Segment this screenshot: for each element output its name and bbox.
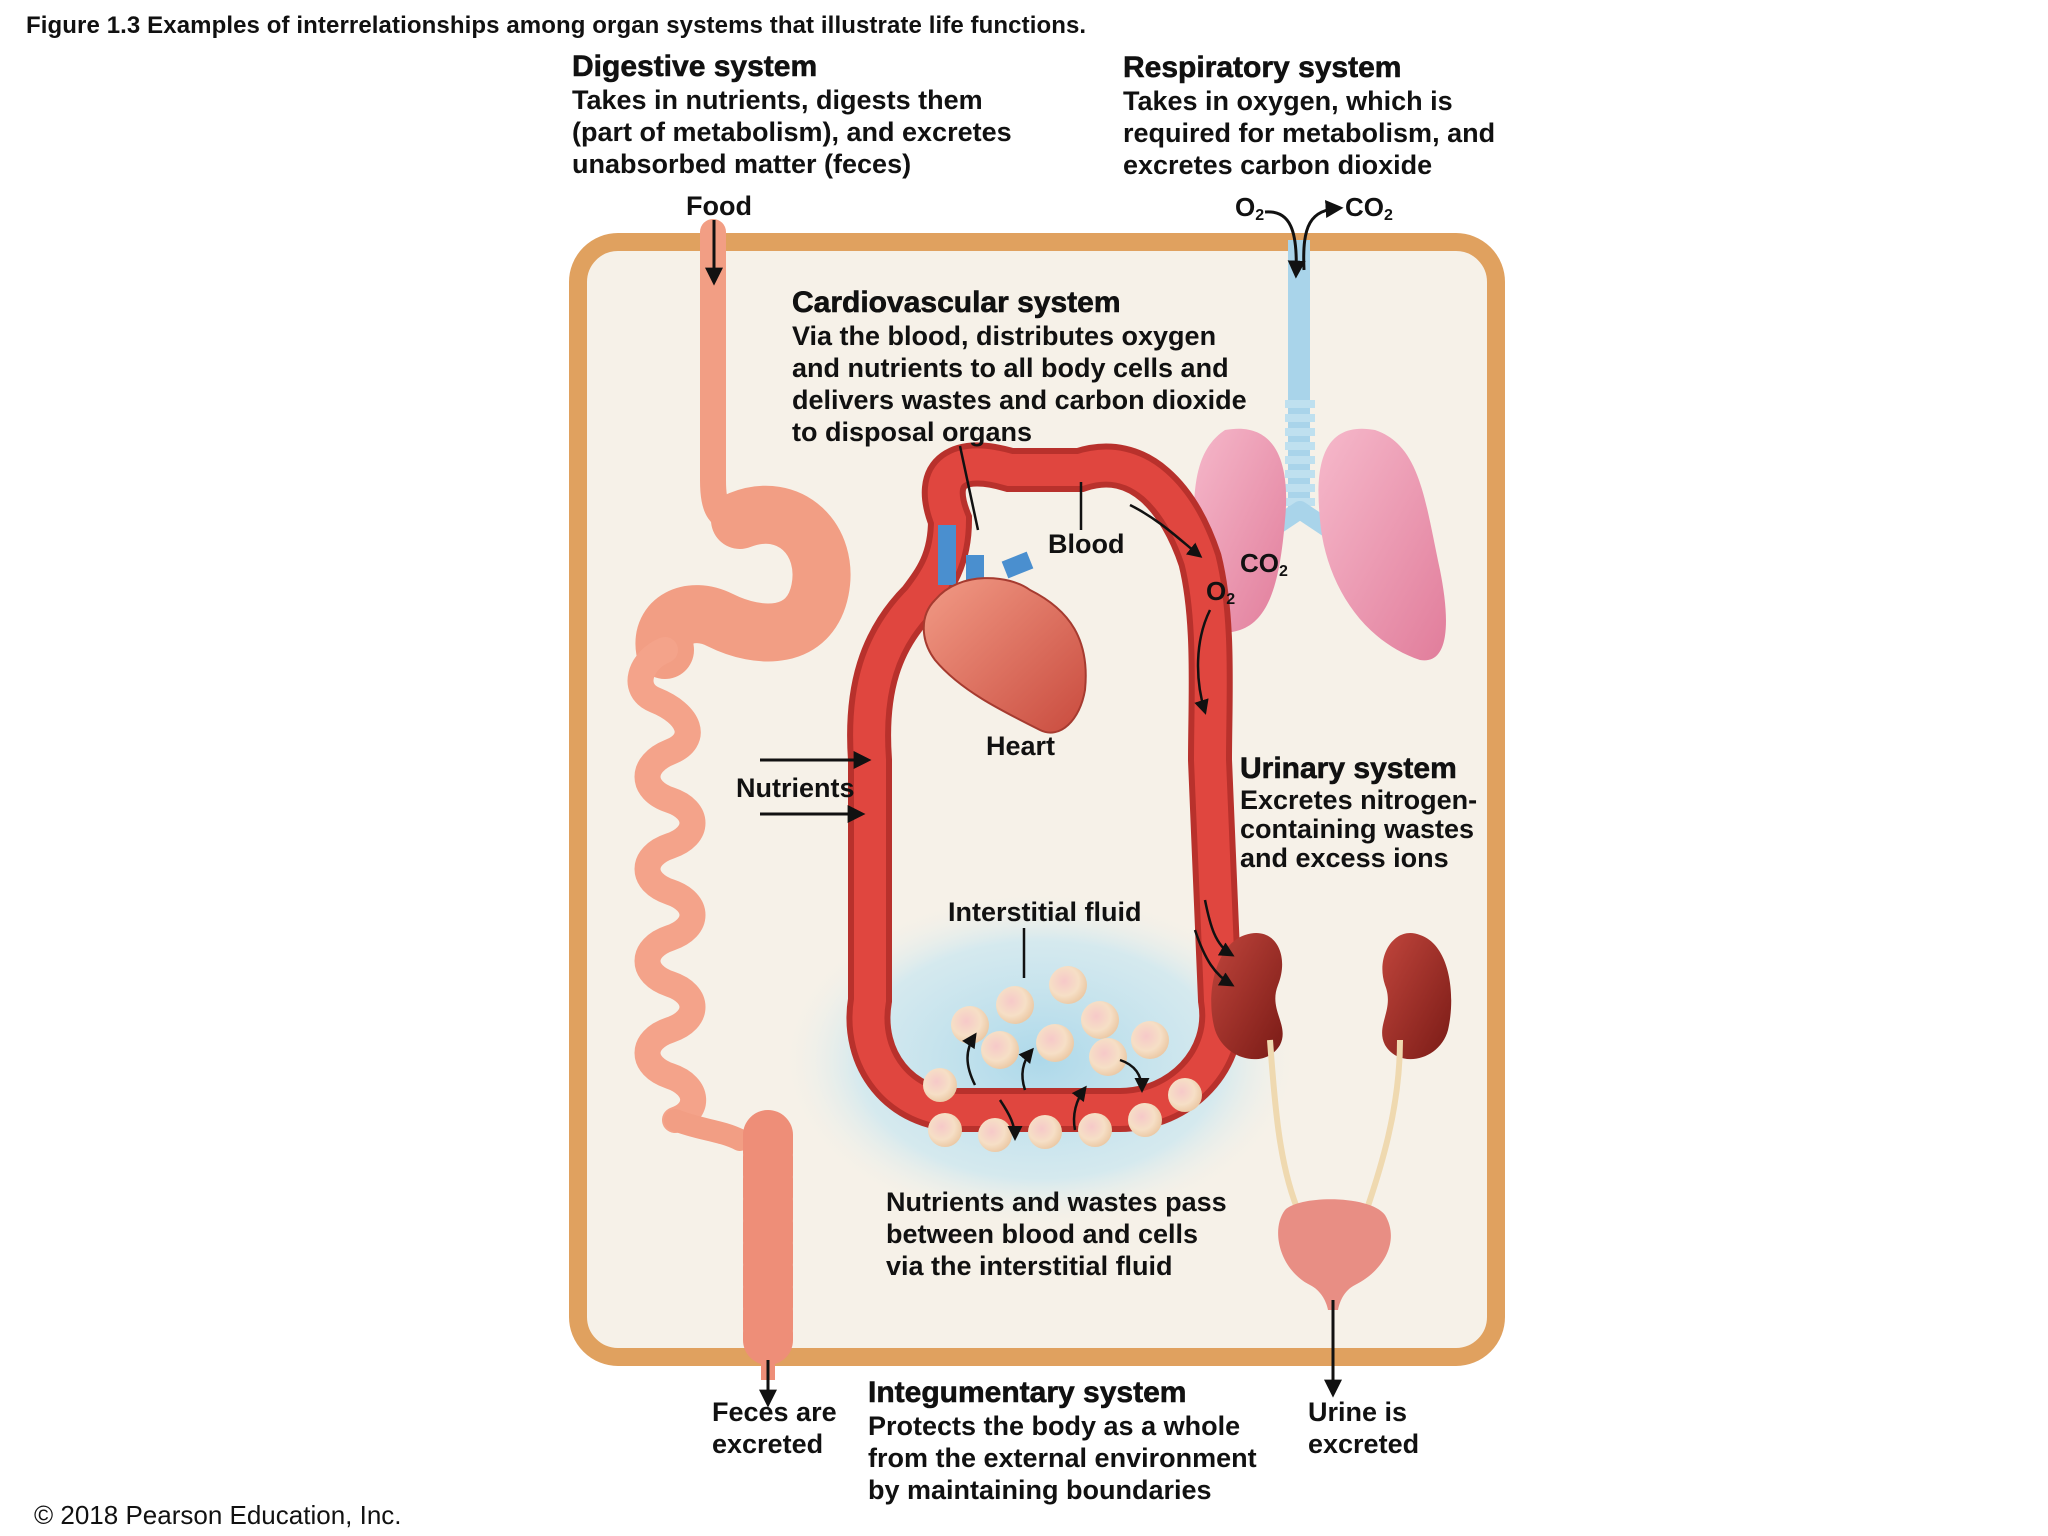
cardio-pointer-line [958,445,980,531]
exchange-note-line-3: via the interstitial fluid [886,1251,1173,1281]
exchange-arrow-1 [962,1032,977,1086]
nutrients-label: Nutrients [736,773,855,803]
exchange-note-line-1: Nutrients and wastes pass [886,1187,1227,1217]
integumentary-desc-line-1: Protects the body as a whole [868,1411,1241,1441]
digestive-system-title: Digestive system [572,50,818,84]
digestive-tract [627,219,851,1380]
o2-intake-label: O2 [1235,192,1265,224]
copyright-notice: © 2018 Pearson Education, Inc. [34,1500,402,1530]
respiratory-desc-line-3: excretes carbon dioxide [1123,150,1433,180]
integumentary-desc-line-3: by maintaining boundaries [868,1475,1212,1505]
o2-lung-label: O2 [1206,576,1236,608]
exchange-note: Nutrients and wastes pass between blood … [886,1186,1227,1282]
co2-lung-label: CO2 [1240,548,1288,580]
feces-label-line-2: excreted [712,1429,824,1459]
heart-label: Heart [986,731,1056,761]
integumentary-desc-line-2: from the external environment [868,1443,1257,1473]
co2-to-lungs-arrow [1129,503,1203,558]
blood-label: Blood [1048,529,1125,559]
urinary-system-title: Urinary system [1240,752,1457,786]
respiratory-desc-line-2: required for metabolism, and [1123,118,1496,148]
integumentary-system-title: Integumentary system [868,1376,1187,1410]
cardiovascular-desc-line-2: and nutrients to all body cells and [792,353,1229,383]
interstitial-fluid-area [780,890,1300,1230]
cardiovascular-desc-line-3: delivers wastes and carbon dioxide [792,385,1247,415]
urinary-desc-line-3: and excess ions [1240,843,1449,873]
urinary-desc-line-2: containing wastes [1240,814,1475,844]
integumentary-system-block: Integumentary system Protects the body a… [868,1376,1257,1506]
heart [922,525,1087,734]
cardiovascular-desc-line-1: Via the blood, distributes oxygen [792,321,1217,351]
food-label: Food [686,191,752,221]
co2-output-label: CO2 [1345,192,1393,224]
urine-label-line-1: Urine is [1308,1397,1408,1427]
urine-label-line-2: excreted [1308,1429,1420,1459]
exchange-arrow-5 [1119,1058,1150,1093]
urinary-desc-line-1: Excretes nitrogen- [1240,785,1478,815]
cardiovascular-system-block: Cardiovascular system Via the blood, dis… [792,286,1247,448]
feces-label: Feces are excreted [712,1396,837,1460]
respiratory-system-block: Respiratory system Takes in oxygen, whic… [1123,51,1495,181]
digestive-desc-line-3: unabsorbed matter (feces) [572,149,912,179]
blood-to-kidney-arrow-1 [1203,899,1235,957]
figure-title: Figure 1.3 Examples of interrelationship… [26,12,1087,39]
body-cells [923,966,1202,1152]
blood-to-kidney-arrow-2 [1193,929,1235,987]
respiratory-desc-line-1: Takes in oxygen, which is [1123,86,1453,116]
cardiovascular-system-title: Cardiovascular system [792,286,1121,320]
exchange-note-line-2: between blood and cells [886,1219,1199,1249]
exchange-arrow-2 [1018,1047,1034,1091]
o2-inhale-arrow [1264,210,1306,279]
interstitial-fluid-label: Interstitial fluid [948,897,1142,927]
urinary-system-block: Urinary system Excretes nitrogen- contai… [1240,752,1477,873]
digestive-desc-line-2: (part of metabolism), and excretes [572,117,1012,147]
feces-label-line-1: Feces are [712,1397,837,1427]
urine-label: Urine is excreted [1308,1396,1419,1460]
cardiovascular-desc-line-4: to disposal organs [792,417,1033,447]
blood-vessel-loop [846,442,1244,1132]
respiratory-system-title: Respiratory system [1123,51,1402,85]
urinary-organs [1211,933,1452,1310]
digestive-system-block: Digestive system Takes in nutrients, dig… [572,50,1012,180]
exchange-arrow-3 [998,1099,1023,1141]
digestive-desc-line-1: Takes in nutrients, digests them [572,85,983,115]
exchange-arrow-4 [1071,1085,1087,1131]
o2-from-lungs-arrow [1194,609,1212,715]
co2-exhale-arrow [1302,199,1344,271]
